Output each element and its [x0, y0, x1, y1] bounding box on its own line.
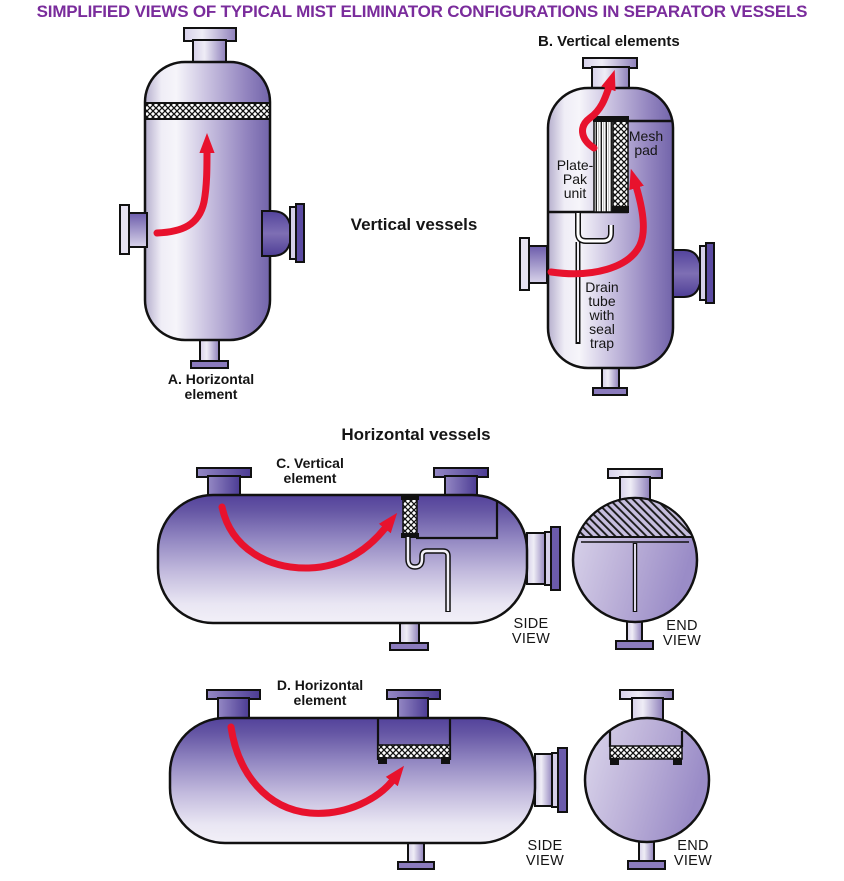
vessel-d-end-view-element-housing — [608, 731, 684, 747]
vessel-c-mesh-element — [402, 496, 418, 538]
vessel-c-end-nozzle — [526, 532, 547, 585]
vessel-c-end-view-top-nozzle — [619, 476, 651, 501]
vessel-b-outlet-flange-outer — [705, 242, 715, 304]
vessel-c-drain-tube-core — [406, 537, 450, 611]
vessel-b-bottom-nozzle — [601, 365, 620, 390]
mesh-pad-annotation: Mesh pad — [628, 128, 664, 158]
vessel-c-side-view-label: SIDE VIEW — [511, 616, 551, 648]
vessel-c-bottom-flange — [389, 642, 429, 651]
vessel-b-inlet-flange — [519, 237, 530, 291]
vessel-d-label: D. Horizontal element — [276, 677, 364, 708]
vessel-b-outlet-nozzle — [672, 249, 703, 298]
vessel-b-element-top-cap — [593, 116, 629, 122]
vessel-c-element-housing — [416, 500, 499, 540]
vessel-b-plate-pak-unit — [593, 118, 614, 213]
vessel-d-end-view-shell — [583, 716, 711, 844]
vessel-a-inlet-flange — [119, 204, 130, 255]
vessel-c-end-view-label: END VIEW — [662, 618, 702, 650]
vessel-c-right-nozzle — [444, 475, 478, 497]
vessel-c-end-view-mesh-element — [575, 497, 695, 538]
vessel-b-element-bottom-cap — [612, 206, 629, 213]
vessel-d-right-nozzle — [397, 697, 429, 720]
vessel-d-end-nozzle — [534, 753, 554, 807]
vessel-a-top-nozzle — [192, 39, 227, 65]
vessel-b-label: B. Vertical elements — [538, 33, 680, 50]
vessel-c-element-top-cap — [401, 495, 419, 500]
section-heading-horizontal-vessels: Horizontal vessels — [341, 425, 491, 444]
vessel-d-end-view-left-cap — [610, 758, 619, 765]
vessel-a-inlet-nozzle — [128, 212, 148, 248]
plate-pak-annotation: Plate- Pak unit — [556, 157, 594, 201]
vessel-d-end-view-support — [638, 840, 655, 863]
diagram-title: SIMPLIFIED VIEWS OF TYPICAL MIST ELIMINA… — [36, 2, 808, 21]
vessel-c-end-flange-outer — [550, 526, 561, 591]
vessel-d-shell — [168, 716, 537, 845]
vessel-b-mesh-pad — [612, 118, 629, 213]
vessel-b-inlet-flow-arrow — [547, 168, 647, 278]
vessel-d-end-view-base — [627, 860, 666, 870]
drain-tube-annotation: Drain tube with seal trap — [585, 279, 619, 351]
vessel-d-element-right-cap — [441, 757, 450, 764]
vessel-c-element-bottom-cap — [401, 533, 419, 538]
vessel-b-seal-trap-core — [576, 213, 613, 243]
vessel-d-flow-arrow — [227, 723, 405, 817]
vessel-c-side-view-drawing — [156, 467, 561, 651]
vessel-d-end-view-top-nozzle — [631, 697, 664, 721]
vessel-a-outlet-flange-outer — [295, 203, 305, 263]
vessel-b-bottom-flange — [592, 387, 628, 396]
vessel-a-drawing — [119, 27, 305, 369]
section-heading-vertical-vessels: Vertical vessels — [350, 215, 478, 234]
vessel-c-end-view-base — [615, 640, 654, 650]
vessel-c-end-view-support — [626, 620, 643, 643]
vessel-c-left-nozzle — [207, 475, 241, 497]
vessel-d-left-nozzle — [217, 697, 250, 720]
vessel-c-bottom-nozzle — [399, 621, 420, 645]
vessel-a-mist-eliminator-pad — [144, 102, 271, 120]
vessel-c-label: C. Vertical element — [276, 455, 344, 486]
vessel-b-drawing — [519, 57, 715, 396]
vessel-b-inlet-nozzle — [528, 245, 548, 284]
vessel-d-bottom-nozzle — [407, 841, 425, 865]
vessel-b-outlet-flow-arrow — [579, 69, 616, 152]
vessel-a-flow-arrow — [153, 133, 215, 237]
vessel-a-bottom-nozzle — [199, 337, 220, 364]
vessel-d-side-view-label: SIDE VIEW — [525, 838, 565, 870]
vessel-d-end-flange-outer — [557, 747, 568, 813]
vessel-d-end-view-drawing — [583, 689, 711, 870]
vessel-a-label: A. Horizontal element — [167, 371, 255, 402]
vessel-a-bottom-flange — [190, 360, 229, 369]
vessel-d-end-view-label: END VIEW — [673, 838, 713, 870]
vessel-d-end-view-right-cap — [673, 758, 682, 765]
vessel-d-mesh-element — [377, 744, 451, 759]
vessel-d-element-left-cap — [378, 757, 387, 764]
vessel-c-end-view-drawing — [571, 468, 699, 650]
vessel-a-outlet-nozzle — [261, 210, 293, 257]
vessel-d-end-view-mesh-element — [609, 745, 683, 760]
vessel-d-side-view-drawing — [168, 689, 568, 870]
vessel-d-bottom-flange — [397, 861, 435, 870]
vessel-c-flow-arrow — [218, 503, 398, 572]
